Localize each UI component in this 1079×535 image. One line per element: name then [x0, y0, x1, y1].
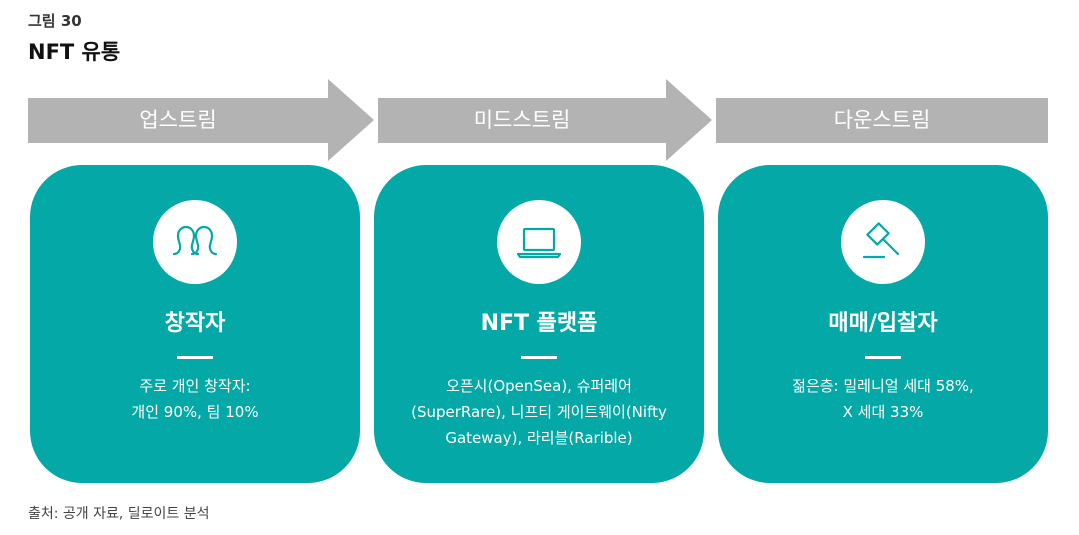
gavel-icon: [862, 222, 900, 259]
arrow-midstream: [378, 79, 712, 161]
divider: [865, 356, 901, 359]
figure-label: 그림 30: [28, 12, 82, 30]
stage-label-upstream: 업스트림: [139, 108, 217, 132]
divider: [177, 356, 213, 359]
bar-downstream: [716, 98, 1048, 143]
source-note: 출처: 공개 자료, 딜로이트 분석: [28, 506, 210, 522]
icon-badge: [153, 200, 237, 284]
figure-title: NFT 유통: [28, 40, 121, 64]
description-line: Gateway), 라리블(Rarible): [445, 429, 633, 447]
description-line: 주로 개인 창작자:: [139, 377, 251, 395]
description-line: 젊은층: 밀레니얼 세대 58%,: [792, 377, 974, 395]
laptop-icon: [516, 227, 562, 259]
icon-badge: [841, 200, 925, 284]
stage-label-midstream: 미드스트림: [473, 108, 571, 132]
card-title: 창작자: [164, 311, 226, 336]
description-line: 오픈시(OpenSea), 슈퍼레어: [446, 377, 632, 395]
card-description: 주로 개인 창작자: 개인 90%, 팀 10%: [44, 373, 346, 425]
card-creator: 창작자 주로 개인 창작자: 개인 90%, 팀 10%: [30, 165, 360, 483]
card-title: NFT 플랫폼: [480, 311, 598, 336]
icon-badge: [497, 200, 581, 284]
description-line: 개인 90%, 팀 10%: [131, 403, 259, 421]
description-line: X 세대 33%: [842, 403, 924, 421]
arrow-upstream: [28, 79, 374, 161]
divider: [521, 356, 557, 359]
stage-label-downstream: 다운스트림: [833, 108, 931, 132]
people-icon: [172, 225, 218, 256]
description-line: (SuperRare), 니프티 게이트웨이(Nifty: [411, 403, 667, 421]
card-description: 젊은층: 밀레니얼 세대 58%, X 세대 33%: [732, 373, 1034, 425]
card-platform: NFT 플랫폼 오픈시(OpenSea), 슈퍼레어 (SuperRare), …: [374, 165, 704, 483]
card-title: 매매/입찰자: [828, 311, 938, 336]
card-description: 오픈시(OpenSea), 슈퍼레어 (SuperRare), 니프티 게이트웨…: [388, 373, 690, 451]
card-buyer: 매매/입찰자 젊은층: 밀레니얼 세대 58%, X 세대 33%: [718, 165, 1048, 483]
